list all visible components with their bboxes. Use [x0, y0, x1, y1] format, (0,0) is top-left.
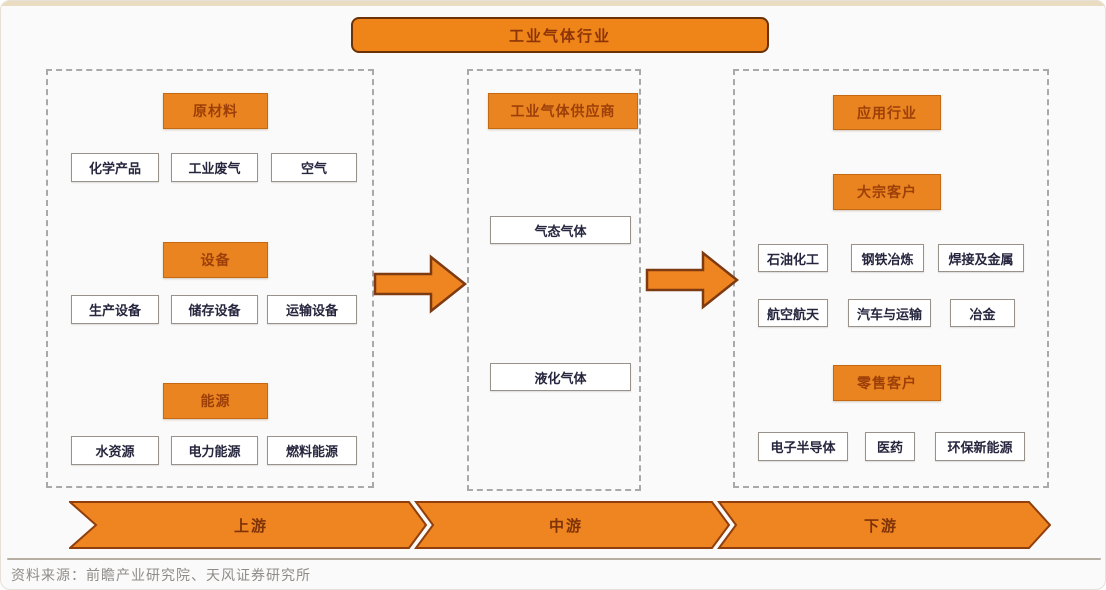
upstream-item-transport-equipment: 运输设备: [267, 295, 357, 324]
downstream-item-petrochemical: 石油化工: [758, 244, 828, 272]
upstream-column: 原材料 化学产品 工业废气 空气 设备 生产设备 储存设备 运输设备 能源 水资…: [46, 69, 374, 488]
upstream-item-electric-energy: 电力能源: [171, 436, 258, 465]
downstream-item-steel-smelting: 钢铁冶炼: [851, 244, 924, 272]
upstream-header-equipment: 设备: [163, 242, 268, 278]
downstream-item-metallurgy: 冶金: [950, 299, 1015, 327]
downstream-item-aerospace: 航空航天: [758, 299, 828, 327]
upstream-header-energy: 能源: [163, 383, 268, 419]
ribbon-label-upstream: 上游: [233, 517, 268, 535]
downstream-item-pharmaceutical: 医药: [865, 432, 915, 461]
downstream-header-bulk-customers: 大宗客户: [833, 174, 941, 210]
downstream-item-welding-metal: 焊接及金属: [938, 244, 1024, 272]
downstream-item-env-new-energy: 环保新能源: [935, 432, 1025, 461]
title-banner: 工业气体行业: [351, 17, 769, 53]
stage-ribbon: [69, 501, 1051, 549]
midstream-item-gaseous-gas: 气态气体: [490, 216, 631, 244]
midstream-header-suppliers: 工业气体供应商: [488, 93, 638, 129]
ribbon-segment-midstream: [414, 501, 731, 549]
title-banner-label: 工业气体行业: [508, 27, 611, 45]
downstream-item-auto-transport: 汽车与运输: [848, 299, 931, 327]
midstream-column: 工业气体供应商 气态气体 液化气体: [467, 69, 641, 491]
upstream-item-water-resources: 水资源: [71, 436, 159, 465]
upstream-header-raw-materials: 原材料: [163, 93, 268, 129]
top-edge-strip: [1, 1, 1105, 6]
source-note: 资料来源：前瞻产业研究院、天风证券研究所: [11, 567, 311, 583]
upstream-item-fuel-energy: 燃料能源: [267, 436, 357, 465]
upstream-item-storage-equipment: 储存设备: [171, 295, 258, 324]
ribbon-segment-upstream: [69, 501, 428, 549]
ribbon-segment-downstream: [717, 501, 1051, 549]
right-arrow-midstream-to-downstream: [645, 250, 739, 310]
downstream-header-application-industries: 应用行业: [833, 95, 941, 130]
midstream-item-liquefied-gas: 液化气体: [490, 363, 631, 391]
upstream-item-air: 空气: [271, 153, 357, 182]
upstream-item-chemical-products: 化学产品: [71, 153, 159, 182]
upstream-item-industrial-waste-gas: 工业废气: [171, 153, 258, 182]
ribbon-label-midstream: 中游: [548, 517, 583, 535]
downstream-header-retail-customers: 零售客户: [833, 365, 941, 401]
footer-divider: [7, 558, 1101, 560]
downstream-column: 应用行业 大宗客户 石油化工 钢铁冶炼 焊接及金属 航空航天 汽车与运输 冶金 …: [733, 69, 1049, 488]
right-arrow-upstream-to-midstream: [373, 254, 467, 314]
upstream-item-production-equipment: 生产设备: [71, 295, 159, 324]
ribbon-label-downstream: 下游: [863, 517, 898, 535]
downstream-item-electronics-semiconductor: 电子半导体: [758, 432, 848, 461]
